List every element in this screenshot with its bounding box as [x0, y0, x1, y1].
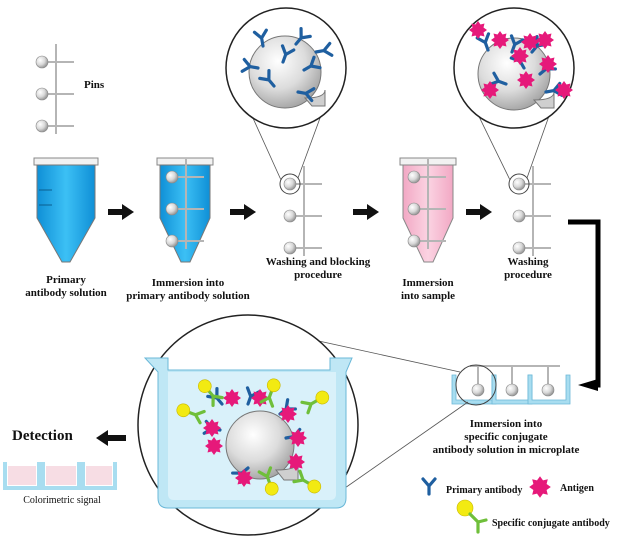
arrow-3: [353, 204, 379, 220]
legend-antigen-icon: [529, 476, 551, 498]
zoom-marker-1: [279, 173, 301, 195]
detection-label: Detection: [12, 428, 73, 444]
immersion-primary-tube: [156, 157, 214, 263]
legend-primary-antibody-label: Primary antibody: [446, 485, 523, 496]
washing-blocking-pins: [283, 165, 323, 257]
detection-arrow: [96, 430, 126, 446]
zoom-circle-primary-antibody: [225, 7, 347, 129]
legend-conjugate-antibody-label: Specific conjugate antibody: [492, 518, 610, 529]
primary-antibody-tube: [33, 157, 99, 263]
pins-rack: [35, 43, 75, 135]
arrow-1: [108, 204, 134, 220]
colorimetric-plate: [3, 462, 117, 490]
arrow-4: [466, 204, 492, 220]
pins-label: Pins: [84, 79, 105, 91]
legend-primary-antibody-icon: [421, 477, 437, 496]
legend-antigen-label: Antigen: [560, 483, 594, 494]
zoom-marker-2: [508, 173, 530, 195]
zoom-circle-antigen: [453, 7, 575, 129]
zoom-circle-conjugate: [137, 314, 359, 536]
washing-pins: [512, 165, 552, 257]
sample-tube: [399, 157, 457, 263]
elbow-arrow: [568, 219, 601, 391]
zoom-marker-3: [455, 364, 497, 406]
legend-conjugate-antibody-icon: [456, 499, 488, 534]
conjugate-microplate: [451, 365, 571, 405]
colorimetric-signal-label: Colorimetric signal: [23, 495, 101, 506]
arrow-2: [230, 204, 256, 220]
